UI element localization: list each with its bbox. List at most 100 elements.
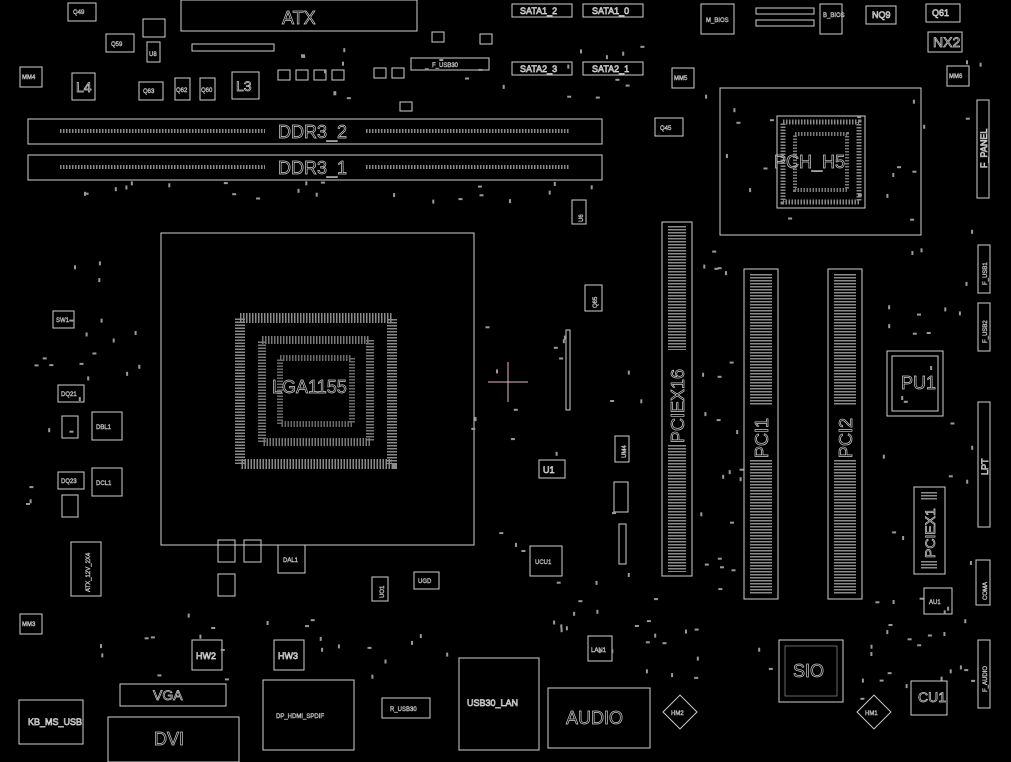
smd-pad (888, 624, 893, 626)
smd-pad (902, 536, 905, 540)
pci1-slot: PCI1 (743, 268, 779, 600)
smd-pad (578, 600, 583, 603)
sata2-3-label: SATA2_3 (520, 64, 557, 74)
smd-pad (596, 609, 599, 614)
smd-pad (232, 193, 237, 196)
smd-pad (966, 60, 968, 65)
smd-pad (224, 678, 229, 681)
smd-pad (92, 352, 97, 355)
smd-pad (567, 64, 570, 69)
r-usb30-header: R_USB30 (381, 697, 431, 719)
smd-pad (879, 679, 884, 682)
smd-pad (98, 278, 101, 283)
smd-pad (728, 470, 731, 475)
f-panel-header: F_PANEL (976, 99, 990, 199)
smd-pad (882, 454, 885, 459)
smd-pad (220, 649, 225, 651)
smd-pad (923, 124, 926, 129)
smd-pad (903, 400, 908, 403)
smd-pad (301, 55, 306, 58)
f-panel-label: F_PANEL (979, 129, 989, 168)
smd-pad (610, 400, 615, 402)
smd-pad (515, 542, 517, 547)
smd-pad (256, 197, 261, 200)
smd-pad (559, 357, 564, 360)
sata2-1-label: SATA2_1 (592, 64, 629, 74)
smd-pad (875, 601, 880, 604)
dp-hdmi-spdif-port: DP_HDMI_SPDIF (262, 679, 355, 751)
smd-pad (98, 261, 101, 266)
atx-label: ATX (282, 8, 316, 28)
smd-pad (305, 181, 308, 186)
um4-label: UM4 (622, 445, 628, 458)
small-pads (26, 45, 982, 700)
smd-pad (74, 265, 76, 270)
smd-pad (949, 669, 952, 674)
smd-pad (513, 408, 518, 411)
sio-chip: SIO (778, 639, 844, 703)
smd-pad (736, 430, 739, 435)
smd-pad (627, 573, 630, 577)
smd-pad (125, 185, 128, 190)
q63-label: Q63 (143, 89, 155, 95)
smd-pad (439, 59, 444, 61)
smd-pad (944, 307, 947, 312)
smd-pad (966, 479, 969, 484)
smd-pad (69, 319, 74, 322)
smd-pad (144, 637, 149, 640)
smd-pad (892, 173, 895, 177)
smd-pad (157, 674, 162, 677)
smd-pad (654, 598, 658, 601)
smd-pad (965, 281, 968, 286)
usb30-lan-port: USB30_LAN (458, 657, 540, 751)
smd-pad (947, 606, 950, 611)
smd-pad (598, 649, 601, 654)
smd-pad (69, 430, 74, 433)
smd-pad (521, 550, 526, 552)
smd-pad (662, 642, 667, 645)
smd-pad (886, 630, 889, 635)
dvi-label: DVI (154, 729, 184, 749)
smd-pad (733, 108, 736, 113)
ugd-label: UGD (418, 579, 432, 585)
pciex1-label: PCIEX1 (922, 508, 938, 558)
smd-pad (138, 364, 141, 369)
cpu-socket-label: LGA1155 (272, 377, 347, 397)
smd-pad (870, 644, 873, 649)
dq21-label: DQ21 (61, 392, 77, 398)
smd-pad (888, 305, 891, 310)
smd-pad (979, 62, 982, 67)
smd-pad (892, 600, 895, 604)
smd-pad (769, 119, 774, 122)
smd-pad (917, 644, 922, 647)
sata-connectors: SATA1_2 SATA1_0 SATA2_3 SATA2_1 (511, 3, 644, 76)
r-usb30-label: R_USB30 (390, 707, 417, 713)
usb30-lan-label: USB30_LAN (467, 698, 518, 708)
pu1-label: PU1 (901, 373, 936, 393)
smd-pad (702, 372, 705, 377)
smd-pad (958, 311, 961, 316)
smd-pad (964, 669, 969, 672)
u6-label: U6 (579, 214, 585, 222)
smd-pad (419, 634, 422, 639)
smd-pad (640, 399, 643, 404)
smd-pad (671, 673, 674, 678)
smd-pad (553, 620, 556, 625)
smd-pad (930, 366, 933, 370)
smd-pad (905, 684, 908, 689)
smd-pad (101, 653, 104, 658)
smd-pad (625, 84, 630, 87)
smd-pad (912, 99, 915, 104)
u1-label: U1 (543, 465, 555, 475)
smd-pad (901, 396, 904, 400)
smd-pad (112, 338, 115, 343)
smd-pad (897, 166, 901, 169)
smd-pad (367, 646, 372, 649)
q45-label: Q45 (660, 126, 672, 132)
smd-pad (926, 332, 931, 334)
f-audio-label: F_AUDIO (983, 666, 989, 692)
smd-pad (324, 69, 326, 74)
smd-pad (927, 634, 932, 637)
smd-pad (634, 625, 639, 627)
